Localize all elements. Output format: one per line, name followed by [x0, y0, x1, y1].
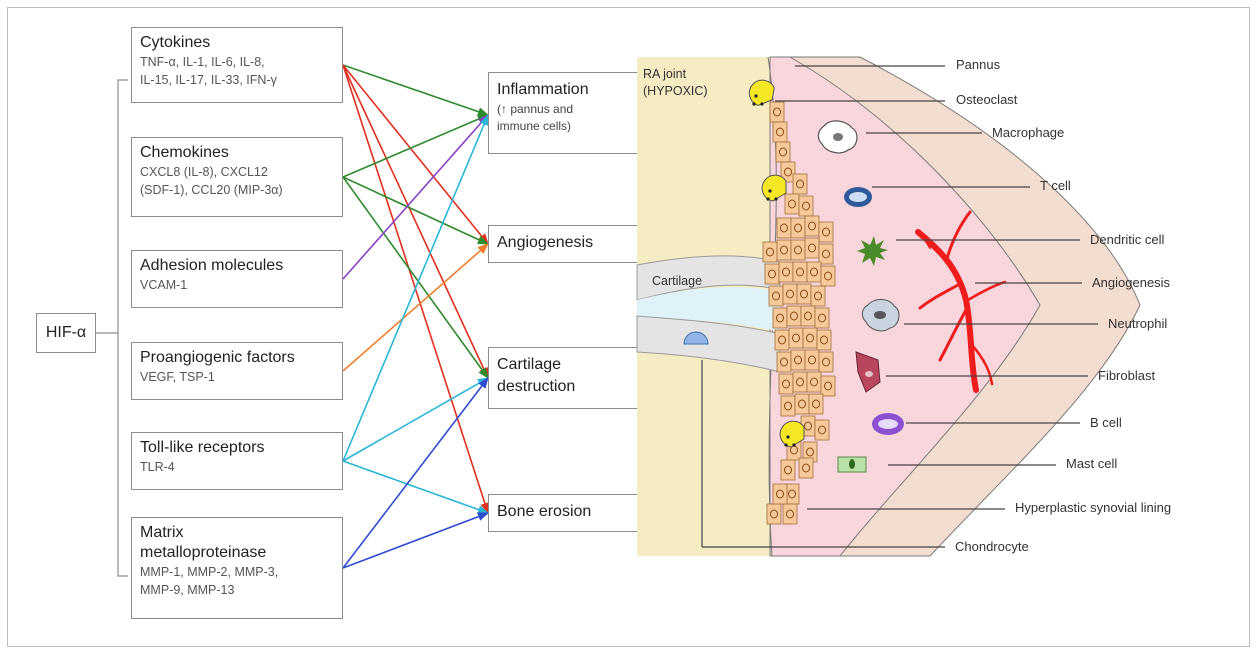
lining-cell [781, 460, 795, 480]
lining-cell [815, 420, 829, 440]
osteoclast-nucleus [754, 94, 757, 97]
lining-cell [807, 372, 821, 392]
lining-cell [791, 350, 805, 370]
lining-cell [783, 504, 797, 524]
osteoclast-nucleus [752, 102, 755, 105]
lining-cell [777, 352, 791, 372]
lining-cell [819, 352, 833, 372]
lining-cell [817, 330, 831, 350]
macrophage-nucleus [833, 133, 843, 141]
fibroblast-nucleus [865, 371, 873, 377]
lining-cell [767, 504, 781, 524]
label-fibroblast: Fibroblast [1098, 368, 1155, 383]
label-osteoclast: Osteoclast [956, 92, 1017, 107]
lining-cell [773, 122, 787, 142]
lining-cell [783, 284, 797, 304]
lining-cell [793, 262, 807, 282]
lining-cell [769, 286, 783, 306]
lining-cell [819, 244, 833, 264]
lining-cell [791, 240, 805, 260]
lining-cell [776, 142, 790, 162]
label-t-cell: T cell [1040, 178, 1071, 193]
lining-cell [770, 102, 784, 122]
lining-cell [795, 394, 809, 414]
lining-cell [779, 374, 793, 394]
osteoclast-nucleus [774, 197, 777, 200]
lining-cell [793, 372, 807, 392]
ra-joint-label-line: (HYPOXIC) [643, 83, 708, 100]
lining-cell [797, 284, 811, 304]
lining-cell [791, 218, 805, 238]
osteoclast-nucleus [786, 435, 789, 438]
osteoclast-nucleus [792, 443, 795, 446]
osteoclast-nucleus [760, 102, 763, 105]
lining-cell [777, 240, 791, 260]
osteoclast-nucleus [766, 197, 769, 200]
label-pannus: Pannus [956, 57, 1000, 72]
lining-cell [799, 196, 813, 216]
t-cell-nucleus [849, 192, 867, 202]
lining-cell [819, 222, 833, 242]
lining-cell [785, 194, 799, 214]
label-hyperplastic-synovial-lining: Hyperplastic synovial lining [1015, 500, 1171, 515]
cartilage-label: Cartilage [652, 274, 702, 288]
ra-joint-label-line: RA joint [643, 66, 708, 83]
lining-cell [811, 286, 825, 306]
lining-cell [809, 394, 823, 414]
lining-cell [805, 238, 819, 258]
lining-cell [763, 242, 777, 262]
lining-cell [799, 458, 813, 478]
lining-cell [807, 262, 821, 282]
label-chondrocyte: Chondrocyte [955, 539, 1029, 554]
lining-cell [803, 328, 817, 348]
lining-cell [805, 216, 819, 236]
lining-cell [805, 350, 819, 370]
label-mast-cell: Mast cell [1066, 456, 1117, 471]
label-b-cell: B cell [1090, 415, 1122, 430]
lining-cell [773, 484, 787, 504]
lining-cell [821, 266, 835, 286]
lining-cell [775, 330, 789, 350]
mast-cell-nucleus [849, 459, 855, 469]
lining-cell [781, 396, 795, 416]
lining-cell [815, 308, 829, 328]
lining-cell [779, 262, 793, 282]
neutrophil-nucleus [874, 311, 886, 319]
label-neutrophil: Neutrophil [1108, 316, 1167, 331]
lining-cell [787, 306, 801, 326]
lining-cell [789, 328, 803, 348]
lining-cell [801, 306, 815, 326]
lining-cell [777, 218, 791, 238]
label-macrophage: Macrophage [992, 125, 1064, 140]
lining-cell [793, 174, 807, 194]
label-angiogenesis: Angiogenesis [1092, 275, 1170, 290]
lining-cell [765, 264, 779, 284]
lining-cell [773, 308, 787, 328]
osteoclast-nucleus [784, 443, 787, 446]
osteoclast-nucleus [768, 189, 771, 192]
ra-joint-label: RA joint (HYPOXIC) [643, 66, 708, 100]
label-dendritic-cell: Dendritic cell [1090, 232, 1164, 247]
lining-cell [821, 376, 835, 396]
b-cell-nucleus [878, 419, 898, 429]
